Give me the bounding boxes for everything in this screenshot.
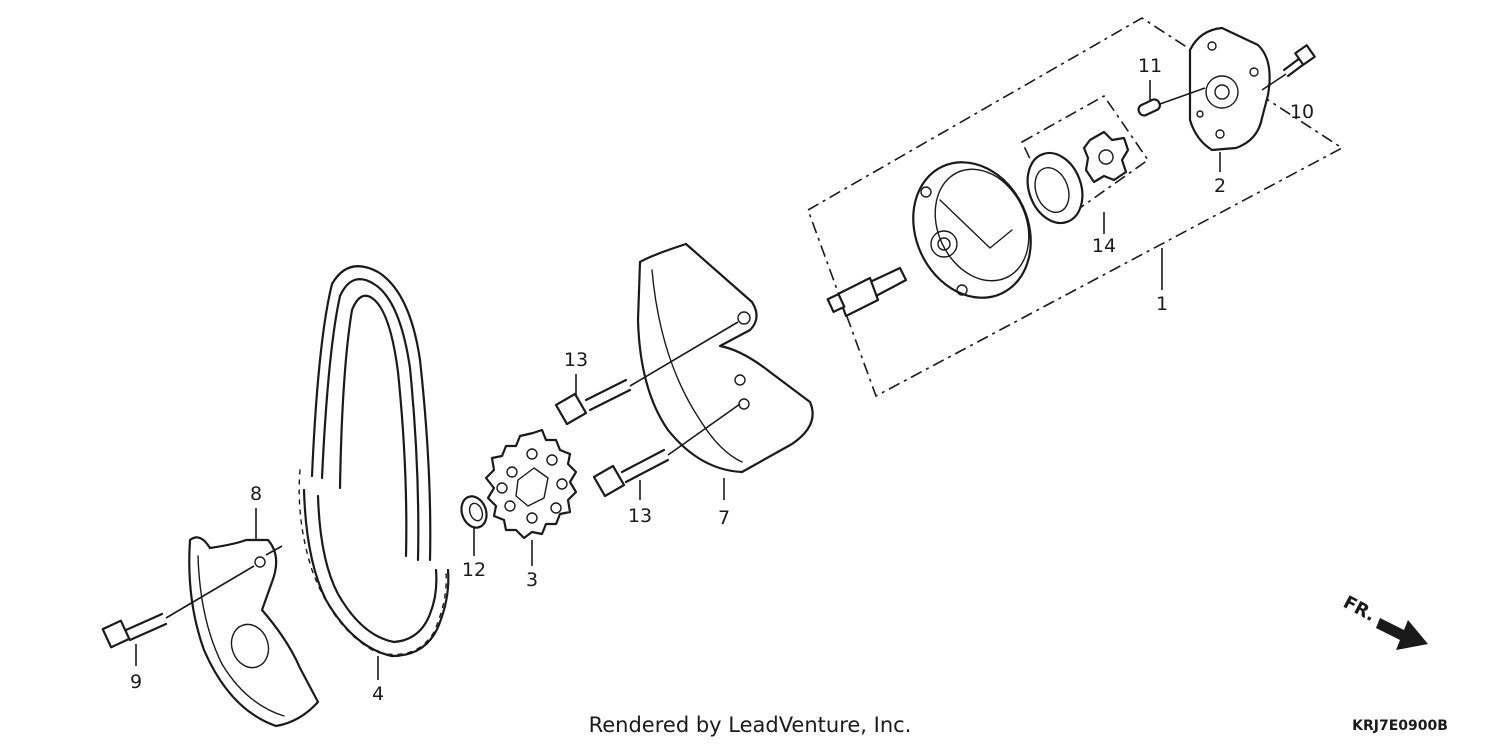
label-part-3: 3 — [526, 569, 538, 591]
pump-rotor-set[interactable] — [1018, 130, 1130, 231]
label-part-2: 2 — [1214, 175, 1226, 197]
leader-lines — [135, 80, 1221, 680]
drive-sprocket[interactable] — [484, 428, 578, 540]
cover-bolt-upper[interactable] — [554, 321, 739, 426]
sprocket-washer[interactable] — [457, 493, 490, 531]
label-part-4: 4 — [372, 683, 384, 705]
cover-bolt-lower[interactable] — [592, 403, 741, 498]
render-credit: Rendered by LeadVenture, Inc. — [589, 713, 912, 737]
label-part-11: 11 — [1138, 55, 1162, 77]
arrow-icon — [1376, 618, 1428, 650]
label-part-13-upper: 13 — [564, 349, 588, 371]
label-part-13-lower: 13 — [628, 505, 652, 527]
label-part-12: 12 — [462, 559, 486, 581]
pump-cover-plate[interactable] — [1188, 26, 1271, 152]
guide-plate-bolt[interactable] — [101, 565, 255, 649]
cover-bolt[interactable] — [1261, 44, 1316, 91]
front-direction-indicator: FR. — [1340, 592, 1428, 650]
front-label: FR. — [1340, 592, 1379, 626]
part-labels: 1 2 11 10 14 7 13 13 3 12 4 8 9 — [130, 55, 1314, 705]
oil-pump-body[interactable] — [826, 143, 1053, 318]
label-part-8: 8 — [250, 483, 262, 505]
label-part-10: 10 — [1290, 101, 1314, 123]
dowel-pin[interactable] — [1137, 87, 1206, 117]
label-part-7: 7 — [718, 507, 730, 529]
drive-chain[interactable] — [298, 265, 450, 658]
sprocket-cover[interactable] — [636, 242, 814, 474]
label-part-9: 9 — [130, 671, 142, 693]
diagram-code: KRJ7E0900B — [1352, 718, 1448, 734]
label-part-1: 1 — [1156, 293, 1168, 315]
label-part-14: 14 — [1092, 235, 1116, 257]
